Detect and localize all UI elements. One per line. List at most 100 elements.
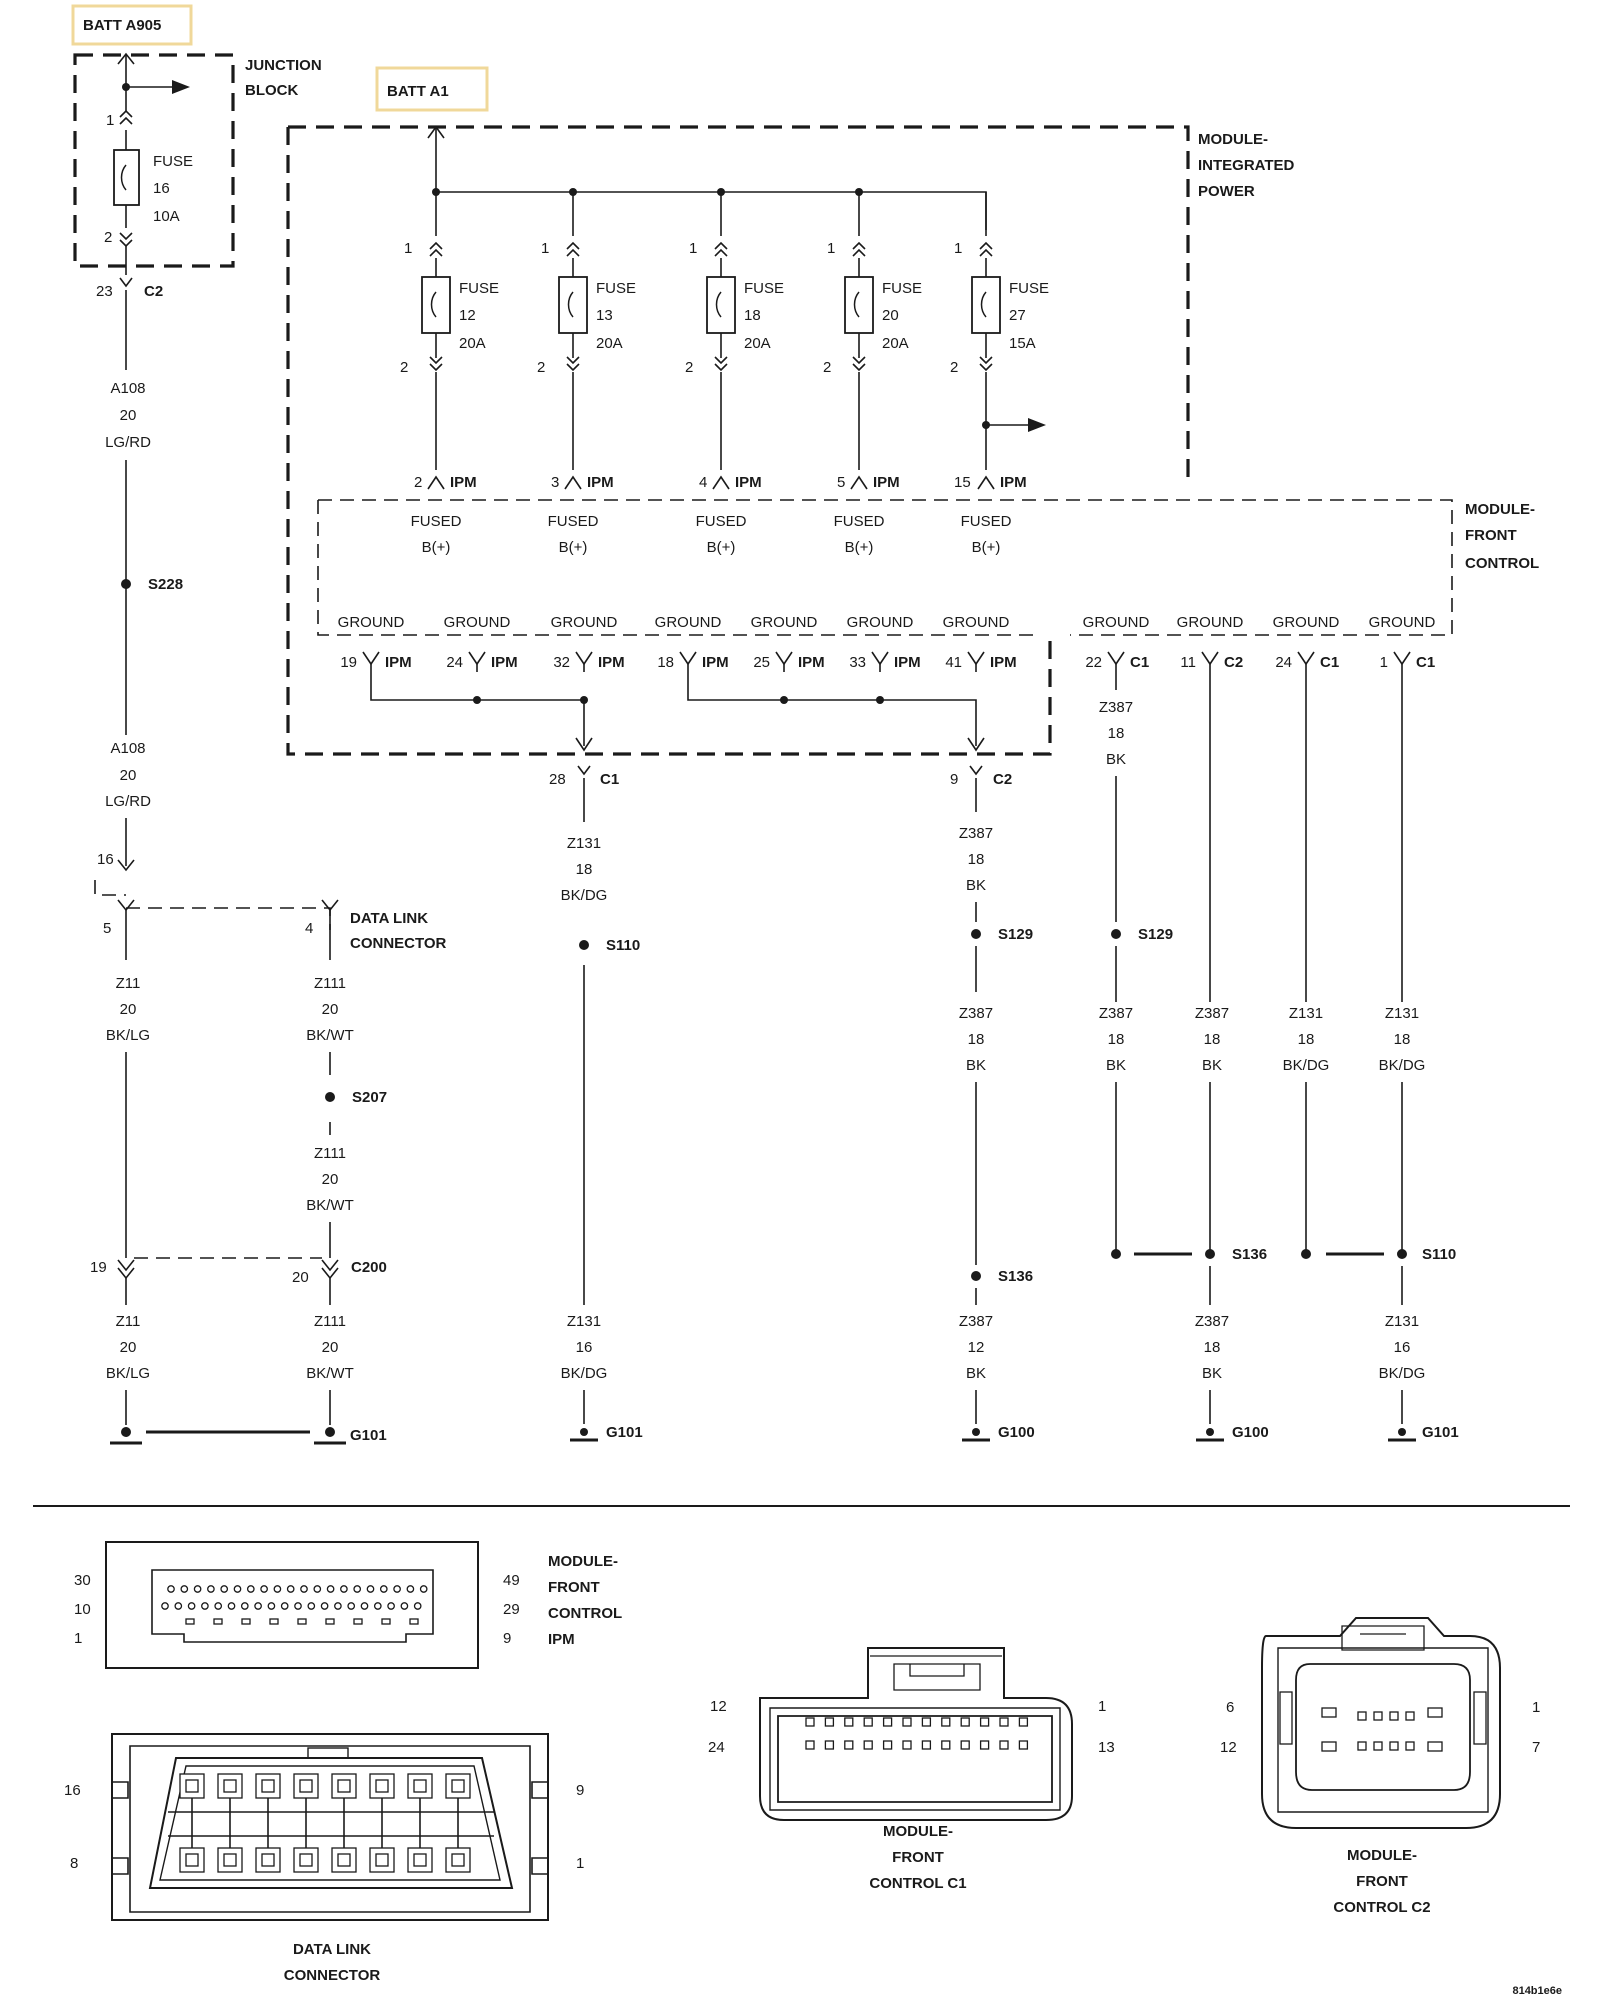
svg-text:IPM: IPM [894, 654, 921, 671]
svg-text:16: 16 [576, 1339, 593, 1356]
wire-label-z131-c: Z131 18 BK/DG [1283, 1005, 1330, 1074]
splice-s129-b [1111, 929, 1121, 939]
branch-arrow-icon [1028, 418, 1046, 432]
svg-text:13: 13 [1098, 1739, 1115, 1756]
svg-text:C2: C2 [1224, 654, 1243, 671]
batt-a1-label: BATT A1 [387, 83, 449, 100]
connector-view-data-link: 16 8 9 1 DATA LINK CONNECTOR [64, 1733, 584, 1984]
svg-text:2: 2 [537, 359, 545, 376]
wire-label-z131-e: Z131 16 BK/DG [1379, 1313, 1426, 1382]
ipm-label-3: POWER [1198, 183, 1255, 200]
svg-text:MODULE-: MODULE- [548, 1553, 618, 1570]
svg-text:G100: G100 [1232, 1424, 1269, 1441]
svg-text:20: 20 [882, 307, 899, 324]
svg-text:18: 18 [1204, 1031, 1221, 1048]
svg-text:FUSE: FUSE [153, 153, 193, 170]
svg-text:FUSE: FUSE [596, 280, 636, 297]
svg-text:B(+): B(+) [972, 539, 1001, 556]
svg-text:20A: 20A [459, 335, 486, 352]
fcm-label-2: FRONT [1465, 527, 1517, 544]
svg-text:6: 6 [1226, 1699, 1234, 1716]
svg-text:30: 30 [74, 1572, 91, 1589]
svg-text:FUSE: FUSE [459, 280, 499, 297]
wire-label-z111-1: Z111 20 BK/WT [306, 975, 354, 1044]
svg-text:5: 5 [103, 920, 111, 937]
svg-text:18: 18 [1298, 1031, 1315, 1048]
svg-text:18: 18 [1204, 1339, 1221, 1356]
svg-text:IPM: IPM [990, 654, 1017, 671]
svg-text:BK/LG: BK/LG [106, 1027, 150, 1044]
wire-label-z387-f: Z387 18 BK [1195, 1005, 1229, 1074]
wire-label-z111-2: Z111 20 BK/WT [306, 1145, 354, 1214]
svg-text:CONNECTOR: CONNECTOR [284, 1967, 381, 1984]
svg-text:MODULE-: MODULE- [1347, 1847, 1417, 1864]
svg-text:B(+): B(+) [422, 539, 451, 556]
ipm-box-top [288, 125, 1190, 486]
fcm-label-1: MODULE- [1465, 501, 1535, 518]
svg-text:20: 20 [120, 1001, 137, 1018]
svg-text:FUSE: FUSE [882, 280, 922, 297]
splice-s136-b [1205, 1249, 1215, 1259]
junction-block-label-1: JUNCTION [245, 57, 322, 74]
svg-text:BK: BK [966, 877, 986, 894]
svg-text:BK/WT: BK/WT [306, 1197, 354, 1214]
svg-text:Z387: Z387 [959, 825, 993, 842]
connector-view-c2: 6 12 1 7 MODULE- FRONT CONTROL C2 [1220, 1617, 1540, 1916]
svg-text:GROUND: GROUND [551, 614, 618, 631]
svg-text:10A: 10A [153, 208, 180, 225]
svg-text:BK: BK [1202, 1365, 1222, 1382]
svg-text:18: 18 [968, 1031, 985, 1048]
svg-text:2: 2 [950, 359, 958, 376]
svg-text:18: 18 [1108, 1031, 1125, 1048]
svg-text:IPM: IPM [1000, 474, 1027, 491]
svg-text:CONTROL: CONTROL [548, 1605, 622, 1622]
svg-text:C1: C1 [1320, 654, 1339, 671]
svg-text:1: 1 [1380, 654, 1388, 671]
svg-text:Z131: Z131 [1289, 1005, 1323, 1022]
svg-text:11: 11 [1180, 654, 1196, 671]
svg-text:IPM: IPM [587, 474, 614, 491]
ipm-label-1: MODULE- [1198, 131, 1268, 148]
svg-text:FRONT: FRONT [1356, 1873, 1408, 1890]
svg-text:20: 20 [292, 1269, 309, 1286]
svg-text:16: 16 [153, 180, 170, 197]
svg-text:A108: A108 [110, 740, 145, 757]
fcm-box-left [317, 500, 1040, 636]
svg-text:BK: BK [1202, 1057, 1222, 1074]
batt-a905-source: BATT A905 [71, 4, 193, 46]
svg-text:G101: G101 [1422, 1424, 1459, 1441]
svg-text:IPM: IPM [598, 654, 625, 671]
wire-label-z111-3: Z111 20 BK/WT [306, 1313, 354, 1382]
svg-text:BK/DG: BK/DG [1283, 1057, 1330, 1074]
svg-text:GROUND: GROUND [847, 614, 914, 631]
svg-text:20A: 20A [744, 335, 771, 352]
svg-text:S207: S207 [352, 1089, 387, 1106]
ipm-bus-wire [435, 128, 987, 230]
svg-text:G101: G101 [350, 1427, 387, 1444]
svg-text:FUSED: FUSED [961, 513, 1012, 530]
svg-text:18: 18 [657, 654, 674, 671]
svg-text:1: 1 [106, 112, 114, 129]
svg-text:G101: G101 [606, 1424, 643, 1441]
svg-text:Z111: Z111 [314, 1313, 346, 1330]
svg-text:29: 29 [503, 1601, 520, 1618]
svg-text:CONTROL C1: CONTROL C1 [869, 1875, 966, 1892]
svg-text:15: 15 [954, 474, 971, 491]
svg-text:28: 28 [549, 771, 566, 788]
svg-text:S110: S110 [606, 937, 640, 954]
svg-text:B(+): B(+) [559, 539, 588, 556]
svg-text:1: 1 [404, 240, 412, 257]
figure-id: 814b1e6e [1512, 1985, 1562, 1997]
fuse-18-icon [706, 276, 736, 334]
svg-text:12: 12 [968, 1339, 985, 1356]
svg-text:4: 4 [305, 920, 313, 937]
svg-text:C2: C2 [993, 771, 1012, 788]
svg-text:5: 5 [837, 474, 845, 491]
svg-text:GROUND: GROUND [338, 614, 405, 631]
